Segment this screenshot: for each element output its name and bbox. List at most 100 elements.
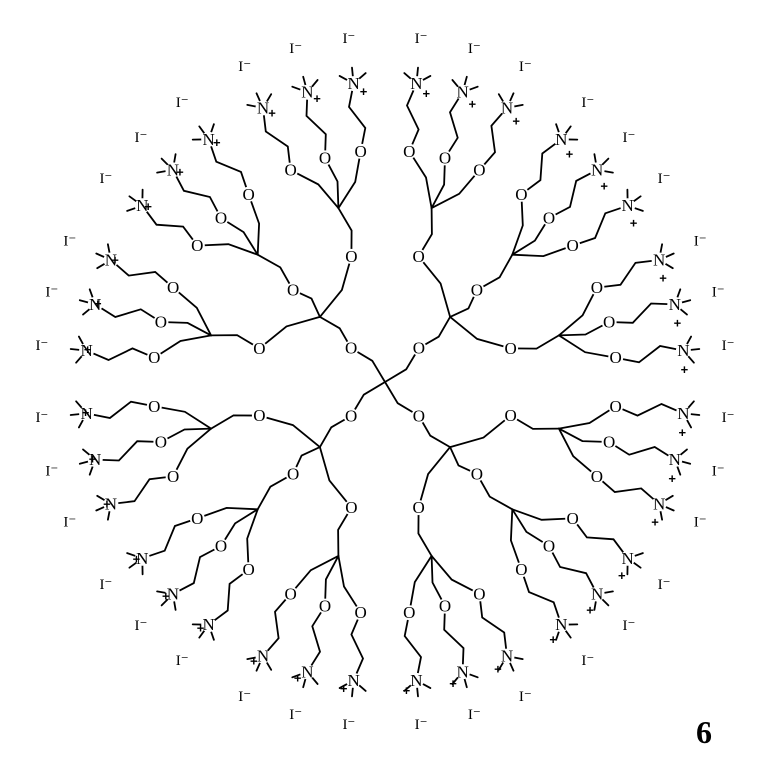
positive-charge: + (512, 114, 520, 129)
nitrogen-atom: N (410, 74, 422, 93)
nitrogen-atom: N (591, 160, 603, 179)
generation2-bond (512, 509, 572, 520)
oxygen-atom: O (439, 148, 451, 167)
iodide-counterion: I⁻ (415, 31, 428, 47)
oxygen-atom: O (610, 397, 622, 416)
positive-charge: + (659, 271, 667, 286)
positive-charge: + (549, 632, 557, 647)
oxygen-atom: O (148, 348, 160, 367)
generation1-bond (211, 335, 259, 348)
oxygen-atom: O (412, 247, 424, 266)
iodide-counterion: I⁻ (722, 410, 735, 426)
iodide-counterion: I⁻ (519, 59, 532, 75)
iodide-counterion: I⁻ (289, 41, 302, 57)
nitrogen-atom: N (677, 404, 689, 423)
generation2-bond (573, 518, 628, 558)
iodide-counterion: I⁻ (342, 717, 355, 733)
generation2-bond (87, 348, 155, 360)
iodide-counterion: I⁻ (45, 285, 58, 301)
iodide-counterion: I⁻ (289, 707, 302, 723)
generation1-bond (511, 416, 559, 429)
generation2-bond (95, 441, 161, 460)
oxygen-atom: O (215, 209, 227, 228)
oxygen-atom: O (319, 148, 331, 167)
oxygen-atom: O (412, 498, 424, 517)
generation2-bond (597, 260, 659, 288)
generation2-bond (559, 429, 609, 442)
iodide-counterion: I⁻ (658, 171, 671, 187)
positive-charge: + (89, 452, 97, 467)
generation2-bond (549, 546, 597, 594)
oxygen-atom: O (543, 209, 555, 228)
oxygen-atom: O (543, 537, 555, 556)
positive-charge: + (197, 620, 205, 635)
oxygen-atom: O (345, 339, 357, 358)
iodide-counterion: I⁻ (623, 130, 636, 146)
generation2-bond (616, 346, 684, 362)
generation1-bond (259, 317, 320, 349)
oxygen-atom: O (439, 597, 451, 616)
nitrogen-atom: N (501, 98, 513, 117)
iodide-counterion: I⁻ (694, 514, 707, 530)
positive-charge: + (84, 342, 92, 357)
generation2-bond (291, 170, 339, 208)
generation2-bond (95, 304, 161, 322)
oxygen-atom: O (287, 281, 299, 300)
iodide-counterion: I⁻ (35, 338, 48, 354)
nitrogen-atom: N (622, 549, 634, 568)
generation2-bond (173, 546, 221, 594)
iodide-counterion: I⁻ (623, 618, 636, 634)
positive-charge: + (469, 96, 477, 111)
oxygen-atom: O (403, 142, 415, 161)
oxygen-atom: O (355, 603, 367, 622)
generation2-bond (142, 518, 197, 558)
iodide-counterion: I⁻ (176, 653, 189, 669)
generation2-bond (609, 442, 675, 460)
oxygen-atom: O (355, 142, 367, 161)
positive-charge: + (268, 105, 276, 120)
oxygen-atom: O (148, 397, 160, 416)
generation2-bond (559, 335, 616, 357)
iodide-counterion: I⁻ (694, 234, 707, 250)
generation2-bond (432, 170, 480, 208)
generation2-bond (197, 244, 257, 255)
oxygen-atom: O (567, 236, 579, 255)
oxygen-atom: O (610, 348, 622, 367)
iodide-counterion: I⁻ (415, 717, 428, 733)
oxygen-atom: O (345, 247, 357, 266)
generation1-bond (259, 416, 320, 448)
oxygen-atom: O (284, 161, 296, 180)
positive-charge: + (313, 91, 321, 106)
nitrogen-atom: N (456, 662, 468, 681)
positive-charge: + (294, 671, 302, 686)
nitrogen-atom: N (555, 615, 567, 634)
oxygen-atom: O (284, 584, 296, 603)
oxygen-atom: O (242, 560, 254, 579)
iodide-counterion: I⁻ (581, 95, 594, 111)
oxygen-atom: O (319, 597, 331, 616)
nitrogen-atom: N (501, 647, 513, 666)
positive-charge: + (679, 425, 687, 440)
iodide-counterion: I⁻ (63, 514, 76, 530)
oxygen-atom: O (403, 603, 415, 622)
oxygen-atom: O (603, 433, 615, 452)
iodide-counterion: I⁻ (238, 689, 251, 705)
nitrogen-atom: N (347, 74, 359, 93)
positive-charge: + (250, 654, 258, 669)
generation2-bond (559, 406, 616, 428)
oxygen-atom: O (191, 509, 203, 528)
oxygen-atom: O (504, 339, 516, 358)
iodide-counterion: I⁻ (135, 130, 148, 146)
nitrogen-atom: N (347, 671, 359, 690)
generation2-bond (597, 476, 659, 504)
oxygen-atom: O (591, 467, 603, 486)
generation2-bond (616, 404, 684, 416)
positive-charge: + (618, 568, 626, 583)
oxygen-atom: O (253, 406, 265, 425)
positive-charge: + (449, 676, 457, 691)
generation2-bond (111, 260, 173, 288)
positive-charge: + (566, 147, 574, 162)
nitrogen-atom: N (257, 98, 269, 117)
nitrogen-atom: N (301, 662, 313, 681)
oxygen-atom: O (504, 406, 516, 425)
